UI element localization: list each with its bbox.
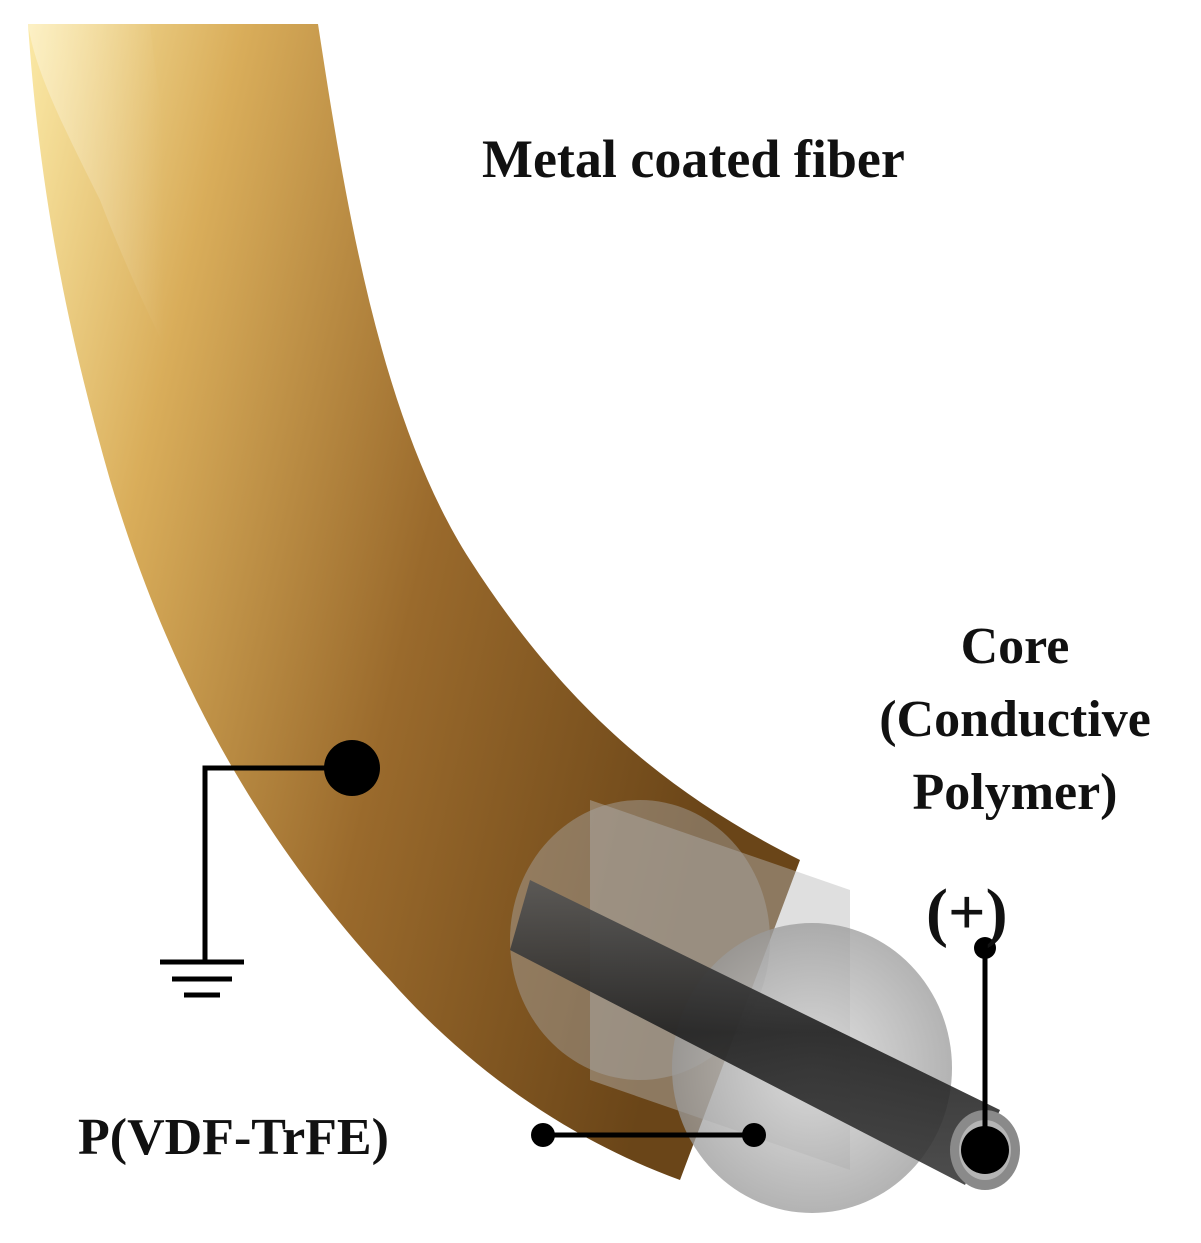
shell-pointer-start-dot [531, 1123, 555, 1147]
positive-terminal-dot [961, 1126, 1009, 1174]
fiber-body [28, 24, 800, 1180]
core-label-line3: Polymer) [912, 764, 1118, 821]
core-label-line2: (Conductive [879, 691, 1151, 748]
ground-wire [202, 765, 352, 960]
shell-pointer-end-dot [742, 1123, 766, 1147]
metal-coated-fiber-label: Metal coated fiber [482, 129, 905, 189]
fiber-highlight [28, 24, 300, 580]
positive-terminal-label: (+) [926, 876, 1008, 949]
shell-material-label: P(VDF-TrFE) [78, 1109, 389, 1166]
positive-top-dot [974, 937, 996, 959]
ground-connection [160, 765, 352, 998]
core-label: Core (Conductive Polymer) [850, 610, 1180, 829]
core-label-line1: Core [960, 618, 1070, 675]
ground-terminal-dot [324, 740, 380, 796]
core-rod [510, 880, 1000, 1185]
